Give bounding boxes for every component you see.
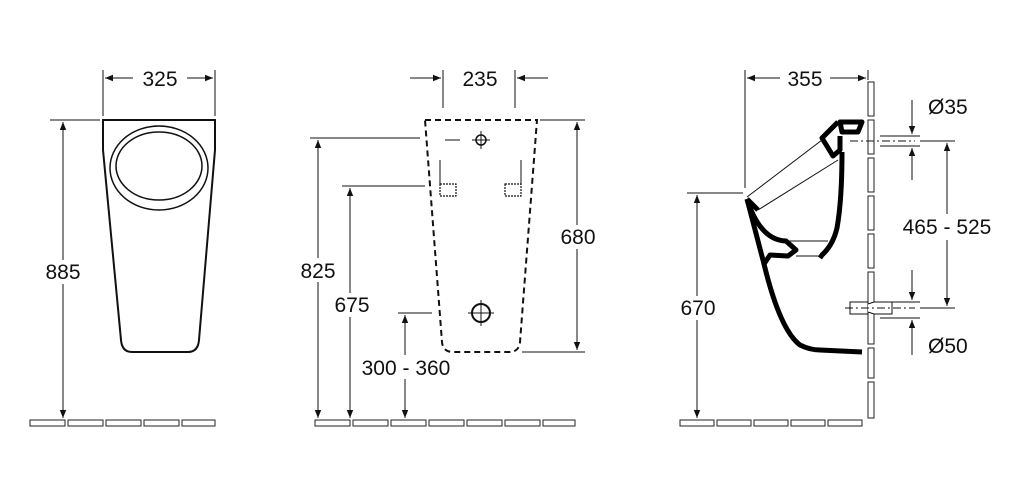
rear-outlet-height-label: 300 - 360 (362, 357, 451, 380)
inlet-outlet-span-label: 465 - 525 (903, 216, 992, 239)
floor-tiles (314, 419, 576, 427)
urinal-side-profile (744, 119, 915, 355)
rear-height-680-label: 680 (560, 226, 595, 249)
rear-width-label: 235 (462, 68, 497, 91)
inlet-diameter-label: Ø35 (928, 96, 968, 119)
rear-outline-dashed (423, 119, 539, 353)
front-height-label: 885 (45, 261, 80, 284)
urinal-front-outline (102, 119, 216, 353)
side-depth-label: 355 (787, 68, 822, 91)
front-width-label: 325 (142, 68, 177, 91)
inlet-crosshair-icon (445, 131, 490, 149)
front-view: 325 885 (29, 68, 216, 427)
bowl-inner (115, 131, 203, 201)
rear-height-825-label: 825 (300, 260, 335, 283)
mounting-bracket-icon (439, 160, 522, 197)
wall-tiles (867, 81, 875, 419)
rear-view: 235 680 825 675 300 - 360 (296, 68, 601, 427)
floor-tiles (29, 419, 216, 427)
rear-height-675-label: 675 (334, 294, 369, 317)
outlet-circle-icon (468, 300, 494, 326)
side-height-670-label: 670 (680, 297, 715, 320)
bowl-outer (109, 125, 209, 211)
side-view: 355 670 Ø35 465 - 525 Ø50 (675, 68, 1001, 427)
outlet-diameter-label: Ø50 (928, 335, 968, 358)
floor-tiles (679, 419, 863, 427)
